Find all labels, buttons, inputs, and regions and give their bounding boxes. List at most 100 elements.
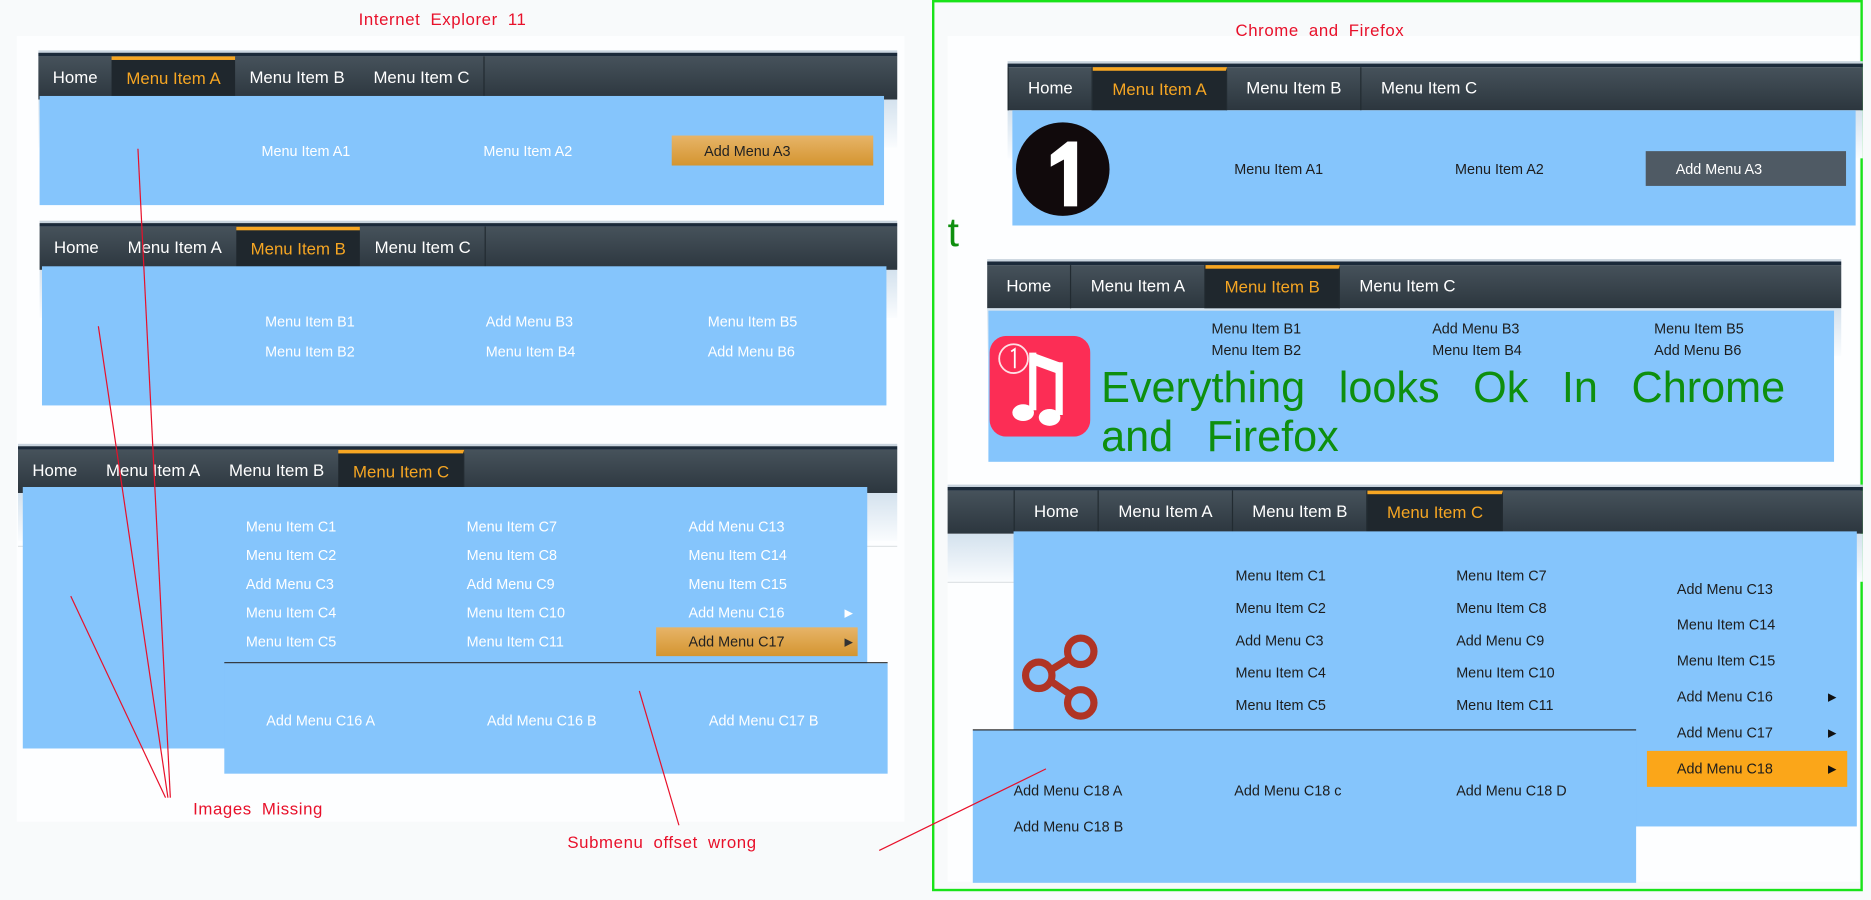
submenu-arrow-icon: ▶	[844, 635, 853, 648]
nav-home[interactable]: Home	[1013, 490, 1100, 534]
menu-item-a2[interactable]: Menu Item A2	[1454, 160, 1544, 178]
menu-item-c11[interactable]: Menu Item C11	[1456, 696, 1554, 714]
add-menu-b6[interactable]: Add Menu B6	[1654, 341, 1742, 359]
add-menu-c9[interactable]: Add Menu C9	[466, 575, 555, 593]
everything-ok-annotation-line2: and Firefox	[1101, 411, 1339, 461]
menu-item-c4[interactable]: Menu Item C4	[245, 604, 337, 622]
nav-menu-item-c[interactable]: Menu Item C	[1359, 275, 1456, 296]
add-menu-c18-d[interactable]: Add Menu C18 D	[1456, 782, 1567, 799]
number-one-circle-icon	[1015, 122, 1110, 216]
menu-item-b1[interactable]: Menu Item B1	[265, 313, 355, 330]
nav-menu-item-c[interactable]: Menu Item C	[1367, 490, 1504, 534]
menu-item-b1[interactable]: Menu Item B1	[1211, 320, 1302, 338]
cf-highlight-a3	[1645, 151, 1847, 186]
menu-item-c10[interactable]: Menu Item C10	[1456, 664, 1555, 682]
add-menu-a3[interactable]: Add Menu A3	[704, 142, 791, 160]
nav-menu-item-b[interactable]: Menu Item B	[1205, 265, 1341, 309]
nav-menu-item-a[interactable]: Menu Item A	[105, 460, 201, 480]
add-menu-c13[interactable]: Add Menu C13	[688, 518, 785, 535]
menu-item-c1[interactable]: Menu Item C1	[1235, 567, 1326, 585]
menu-item-a1[interactable]: Menu Item A1	[1234, 160, 1324, 178]
add-menu-c17-b[interactable]: Add Menu C17 B	[708, 712, 819, 730]
submenu-arrow-icon: ▶	[1828, 690, 1837, 703]
menu-item-b4[interactable]: Menu Item B4	[1432, 341, 1522, 359]
menu-item-c1[interactable]: Menu Item C1	[245, 518, 337, 535]
nav-menu-item-b[interactable]: Menu Item B	[1227, 67, 1362, 111]
add-menu-c17[interactable]: Add Menu C17	[688, 633, 785, 651]
menu-item-c7[interactable]: Menu Item C7	[466, 518, 558, 535]
submenu-arrow-icon: ▶	[844, 606, 853, 619]
nav-menu-item-a[interactable]: Menu Item A	[1093, 67, 1228, 111]
add-menu-c18-a[interactable]: Add Menu C18 A	[1013, 782, 1123, 799]
add-menu-c9[interactable]: Add Menu C9	[1456, 632, 1545, 649]
nav-menu-item-b[interactable]: Menu Item B	[229, 460, 325, 480]
add-menu-c16-b[interactable]: Add Menu C16 B	[486, 712, 597, 730]
menu-item-c10[interactable]: Menu Item C10	[466, 604, 566, 622]
menu-item-c2[interactable]: Menu Item C2	[245, 546, 337, 564]
nav-menu-item-c[interactable]: Menu Item C	[338, 449, 465, 493]
nav-menu-item-a[interactable]: Menu Item A	[1099, 490, 1234, 534]
nav-menu-item-c[interactable]: Menu Item C	[1381, 77, 1478, 98]
menu-item-c8[interactable]: Menu Item C8	[1456, 599, 1547, 617]
stray-text-annotation: t	[947, 209, 959, 256]
add-menu-c18-b[interactable]: Add Menu C18 B	[1013, 818, 1124, 835]
menu-item-c4[interactable]: Menu Item C4	[1235, 664, 1326, 682]
add-menu-a3[interactable]: Add Menu A3	[1675, 160, 1763, 178]
menu-item-b2[interactable]: Menu Item B2	[265, 343, 355, 360]
menu-item-b5[interactable]: Menu Item B5	[1654, 320, 1744, 338]
menu-item-c14[interactable]: Menu Item C14	[688, 546, 787, 564]
add-menu-b3[interactable]: Add Menu B3	[485, 313, 574, 330]
nav-menu-item-b[interactable]: Menu Item B	[236, 226, 361, 270]
page-divider	[947, 581, 1020, 583]
add-menu-c3[interactable]: Add Menu C3	[1235, 632, 1324, 649]
ie-title-annotation: Internet Explorer 11	[358, 9, 527, 29]
submenu-top-border	[972, 729, 1637, 731]
ie-dropdown-b: Menu Item B1 Menu Item B2 Add Menu B3 Me…	[41, 266, 887, 406]
annotation-line	[97, 326, 169, 798]
nav-menu-item-a[interactable]: Menu Item A	[1072, 265, 1206, 309]
nav-menu-item-b[interactable]: Menu Item B	[1233, 490, 1368, 534]
menu-item-c11[interactable]: Menu Item C11	[466, 633, 564, 651]
menu-item-a1[interactable]: Menu Item A1	[261, 142, 351, 160]
add-menu-b3[interactable]: Add Menu B3	[1432, 320, 1520, 338]
menu-item-c14[interactable]: Menu Item C14	[1676, 616, 1776, 634]
ie-highlight-c17	[656, 627, 858, 657]
nav-menu-item-c[interactable]: Menu Item C	[359, 56, 486, 100]
add-menu-c16[interactable]: Add Menu C16	[1676, 688, 1773, 706]
menu-item-a2[interactable]: Menu Item A2	[483, 142, 573, 160]
menu-item-c5[interactable]: Menu Item C5	[1235, 696, 1326, 714]
menu-item-c15[interactable]: Menu Item C15	[688, 575, 787, 593]
add-menu-c16[interactable]: Add Menu C16	[688, 604, 785, 622]
chrome-firefox-frame	[932, 0, 1863, 892]
add-menu-c17[interactable]: Add Menu C17	[1676, 724, 1773, 742]
menu-item-c2[interactable]: Menu Item C2	[1235, 599, 1326, 617]
nav-home[interactable]: Home	[987, 265, 1072, 309]
nav-home[interactable]: Home	[52, 67, 98, 87]
images-missing-annotation: Images Missing	[193, 798, 323, 819]
nav-menu-item-b[interactable]: Menu Item B	[249, 67, 345, 87]
add-menu-c18[interactable]: Add Menu C18	[1676, 760, 1773, 778]
nav-menu-item-a[interactable]: Menu Item A	[127, 237, 222, 257]
nav-home[interactable]: Home	[53, 237, 99, 257]
menu-item-c5[interactable]: Menu Item C5	[245, 633, 337, 651]
add-menu-c16-a[interactable]: Add Menu C16 A	[266, 712, 376, 730]
menu-item-c8[interactable]: Menu Item C8	[466, 546, 558, 564]
annotation-line	[638, 690, 680, 826]
nav-home[interactable]: Home	[32, 460, 78, 480]
menu-item-b4[interactable]: Menu Item B4	[485, 343, 576, 360]
nav-menu-item-a[interactable]: Menu Item A	[111, 56, 236, 100]
nav-home[interactable]: Home	[1007, 67, 1094, 111]
add-menu-c13[interactable]: Add Menu C13	[1676, 580, 1773, 598]
menu-item-c7[interactable]: Menu Item C7	[1456, 567, 1547, 585]
menu-item-c15[interactable]: Menu Item C15	[1676, 652, 1776, 670]
menu-item-b5[interactable]: Menu Item B5	[707, 313, 798, 330]
add-menu-b6[interactable]: Add Menu B6	[707, 343, 795, 360]
cf-dropdown-a: Menu Item A1 Menu Item A2 Add Menu A3	[1012, 110, 1856, 226]
menu-item-b2[interactable]: Menu Item B2	[1211, 341, 1302, 359]
add-menu-c3[interactable]: Add Menu C3	[245, 575, 334, 593]
everything-ok-annotation-line1: Everything looks Ok In Chrome	[1101, 362, 1786, 412]
add-menu-c18-c[interactable]: Add Menu C18 c	[1234, 782, 1342, 799]
nav-menu-item-c[interactable]: Menu Item C	[360, 226, 487, 270]
